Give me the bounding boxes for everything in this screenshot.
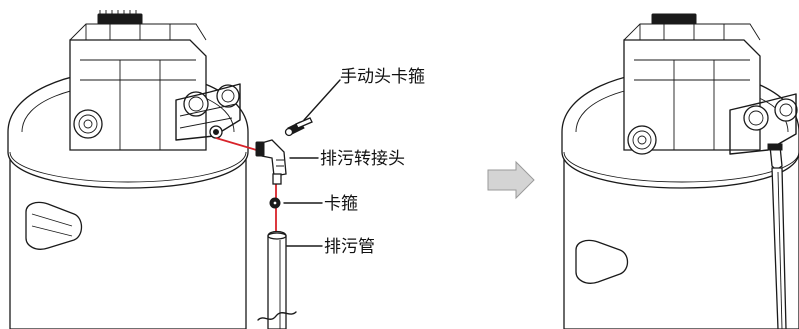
label-drain-pipe: 排污管 [324, 237, 375, 257]
drain-pipe-part [257, 230, 297, 329]
label-manual-head-clamp: 手动头卡箍 [340, 67, 425, 87]
tank-handle-slot [25, 201, 83, 250]
drain-adapter-part [255, 139, 287, 185]
assembly-arrow-icon [487, 160, 535, 200]
callout-leaders [283, 79, 341, 247]
label-clamp: 卡箍 [324, 194, 358, 214]
label-drain-adapter: 排污转接头 [320, 149, 405, 169]
control-valve-head-before [69, 10, 241, 151]
clamp-part [269, 197, 281, 209]
tank-handle-slot-after [575, 239, 629, 284]
assembled-drain-line [767, 143, 787, 329]
control-valve-head-after [623, 13, 798, 155]
manual-head-clamp-part [284, 117, 313, 137]
